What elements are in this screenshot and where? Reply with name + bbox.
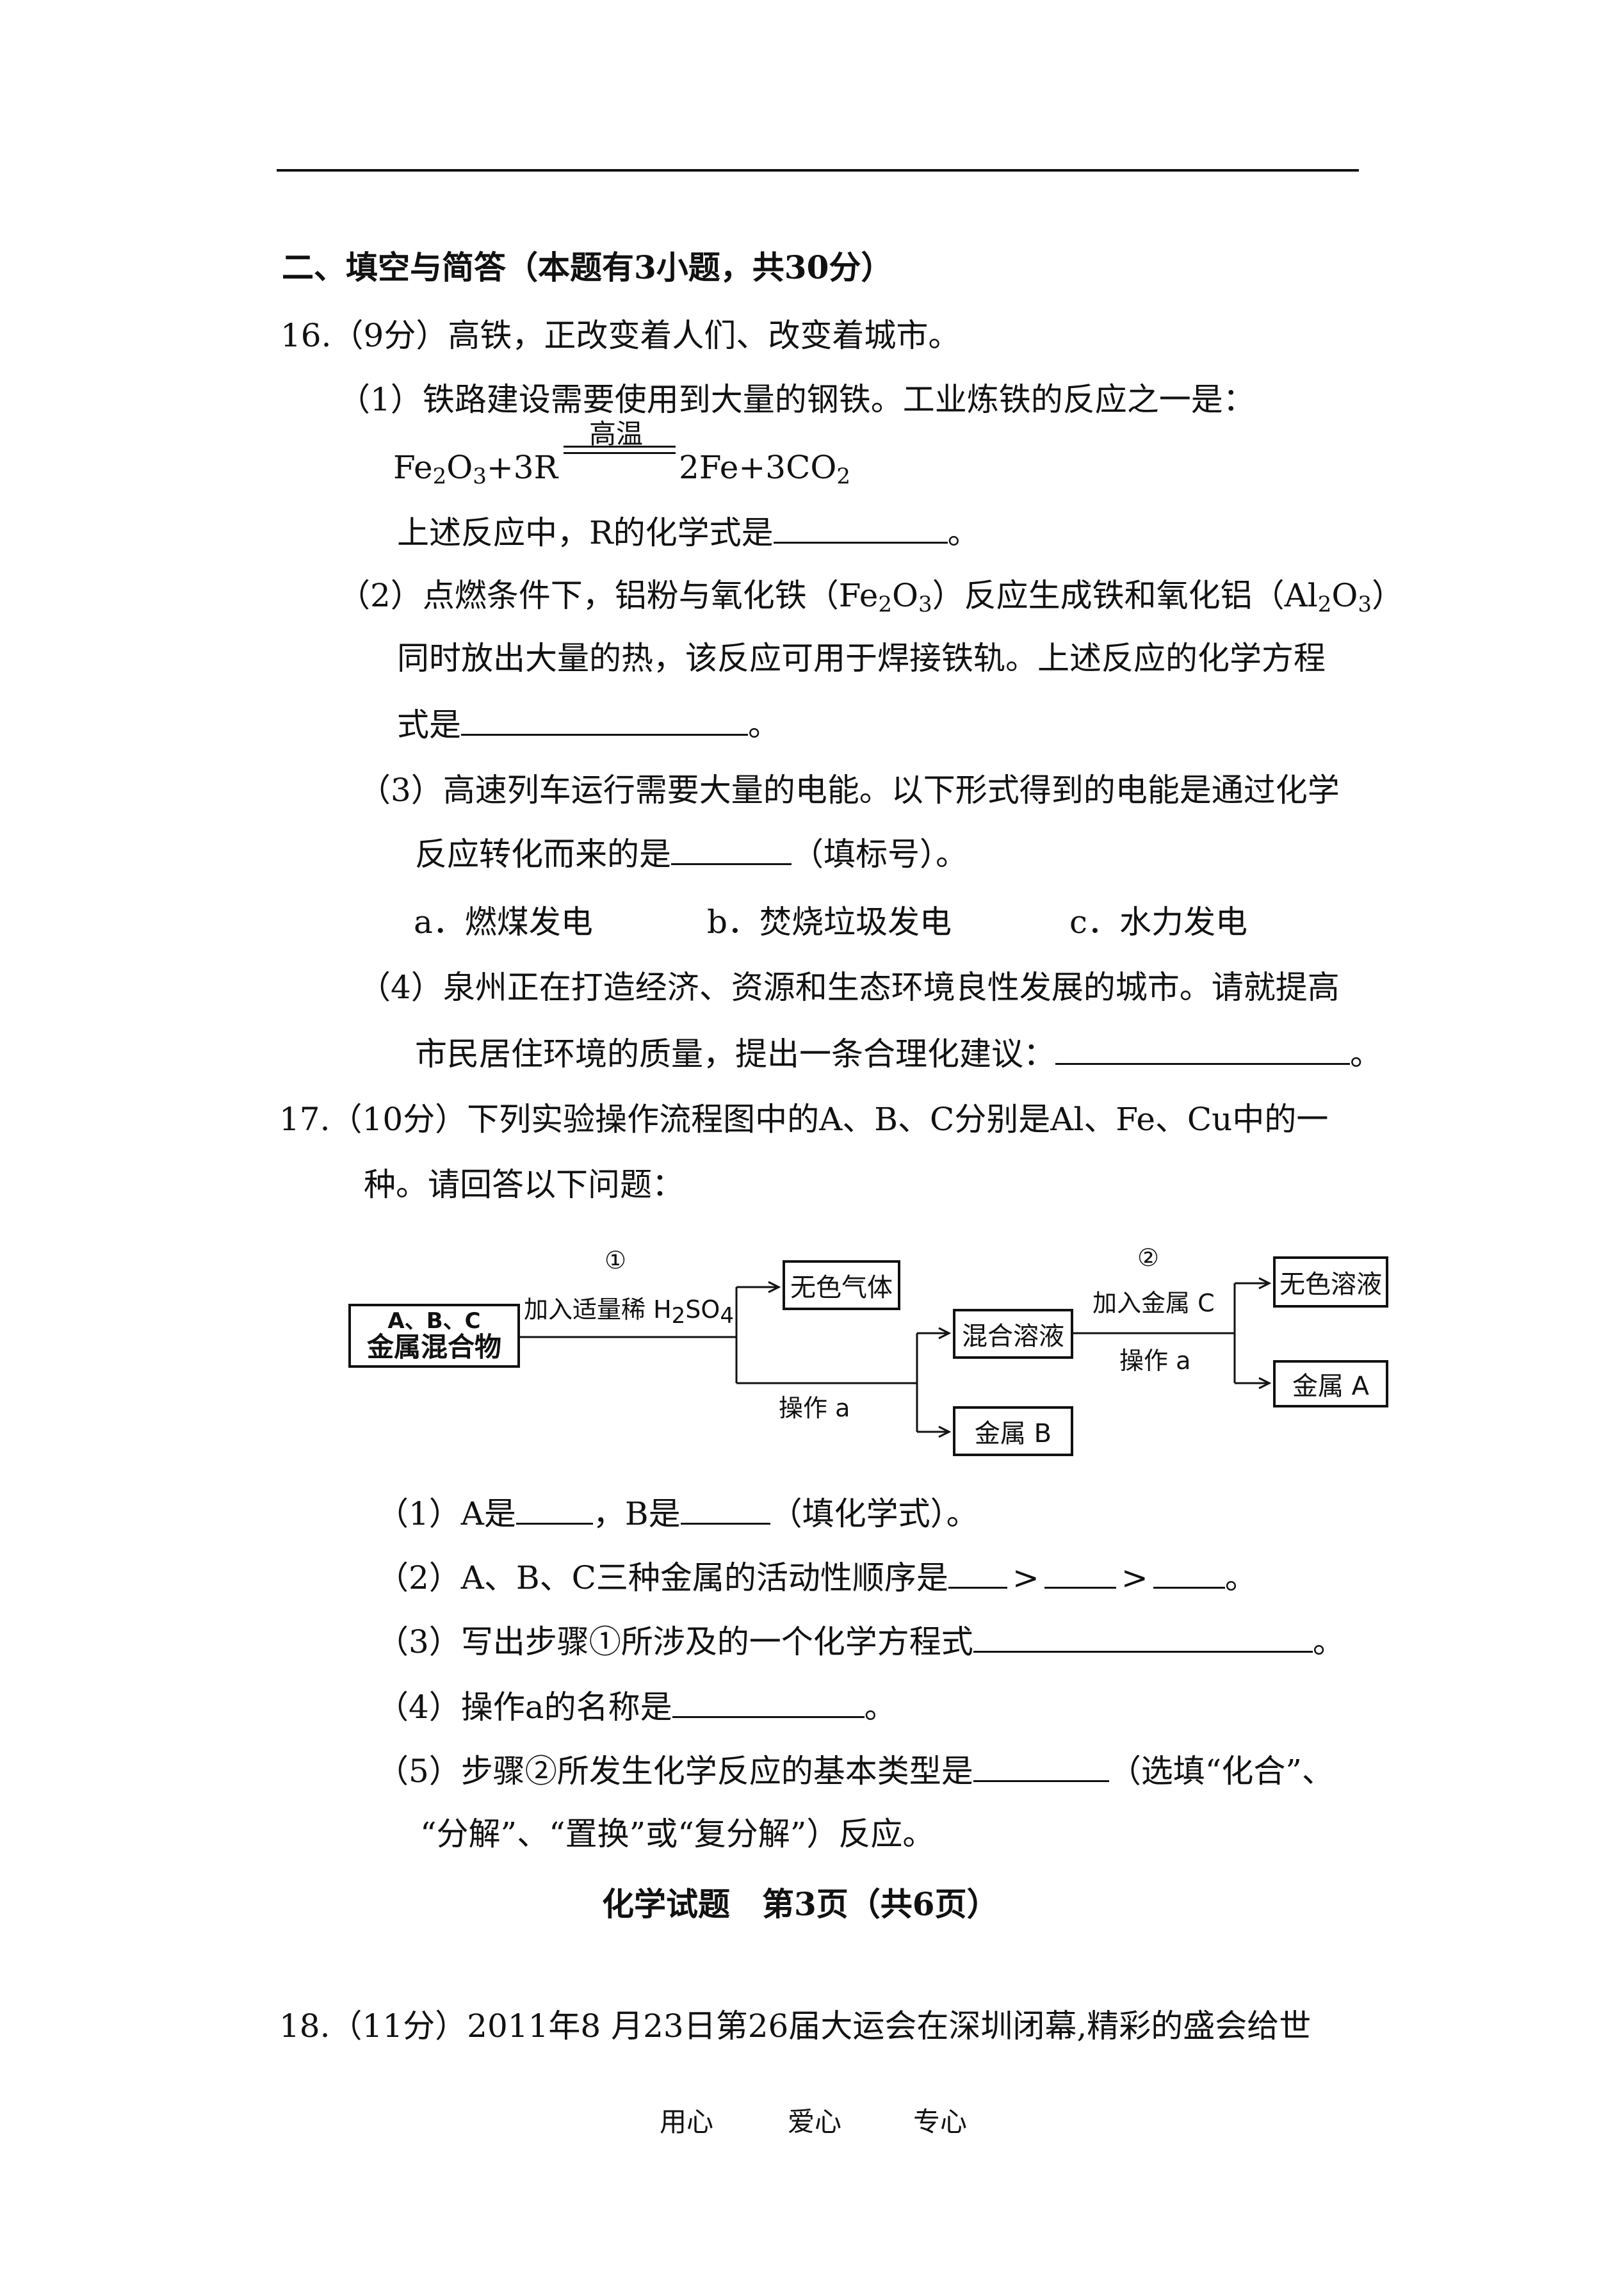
answer-blank[interactable] [672, 1687, 865, 1718]
step1-label: 加入适量稀 H2SO4 [524, 1295, 734, 1329]
q17-sub5-line2: “分解”、“置换”或“复分解”）反应。 [420, 1815, 935, 1853]
q16-part2-line1: （2）点燃条件下，铝粉与氧化铁（Fe2O3）反应生成铁和氧化铝（Al2O3） [338, 577, 1404, 617]
option-a: a．燃煤发电 [414, 904, 593, 941]
answer-blank[interactable] [973, 1751, 1109, 1782]
q16-part2-line2: 同时放出大量的热，该反应可用于焊接铁轨。上述反应的化学方程 [397, 640, 1326, 677]
slogan-2: 爱心 [788, 2106, 842, 2137]
answer-blank[interactable] [671, 834, 792, 865]
q16-equation-right: 2Fe+3CO2 [679, 449, 850, 489]
box-metal-a: 金属 A [1273, 1360, 1388, 1407]
operation-a-label-1: 操作 a [779, 1394, 850, 1422]
answer-blank[interactable] [461, 704, 748, 736]
arrowhead-colorless [1258, 1277, 1272, 1290]
q16-part3-line1: （3）高速列车运行需要大量的电能。以下形式得到的电能是通过化学 [359, 772, 1340, 809]
answer-blank[interactable] [1153, 1557, 1225, 1589]
box-metal-mixture: A、B、C 金属混合物 [348, 1304, 520, 1368]
option-c: c．水力发电 [1069, 904, 1248, 941]
q17-stem-line2: 种。请回答以下问题： [364, 1166, 684, 1203]
q16-part1: （1）铁路建设需要使用到大量的钢铁。工业炼铁的反应之一是： [338, 381, 1255, 418]
page-footer: 化学试题 第3页（共6页） [602, 1885, 999, 1923]
q16-equation: Fe2O3+3R [393, 449, 558, 489]
q16-part2-line3: 式是。 [397, 704, 780, 744]
q17-sub2: （2）A、B、C三种金属的活动性顺序是>>。 [377, 1557, 1257, 1597]
q17-sub5-line1: （5）步骤②所发生化学反应的基本类型是（选填“化合”、 [377, 1751, 1334, 1790]
reaction-condition: 高温 [589, 418, 644, 450]
box-colorless-gas: 无色气体 [783, 1260, 900, 1310]
answer-blank[interactable] [516, 1493, 593, 1525]
answer-blank[interactable] [773, 512, 948, 544]
q17-sub1: （1）A是，B是（填化学式）。 [377, 1493, 978, 1533]
box-colorless-solution: 无色溶液 [1273, 1256, 1388, 1308]
q16-part4-line2: 市民居住环境的质量，提出一条合理化建议：。 [415, 1034, 1382, 1073]
q16-part3-line2: 反应转化而来的是（填标号）。 [415, 834, 968, 873]
operation-a-label-2: 操作 a [1119, 1347, 1191, 1375]
box-metal-b: 金属 B [953, 1406, 1073, 1456]
q17-sub3: （3）写出步骤①所涉及的一个化学方程式。 [377, 1621, 1345, 1661]
slogan-3: 专心 [913, 2106, 968, 2137]
step1-marker: ① [605, 1246, 627, 1274]
answer-blank[interactable] [973, 1621, 1313, 1653]
q16-part4-line1: （4）泉州正在打造经济、资源和生态环境良性发展的城市。请就提高 [359, 969, 1340, 1006]
q16-part1-question: 上述反应中，R的化学式是。 [397, 512, 980, 552]
arrowhead-gas [768, 1281, 781, 1293]
step2-label: 加入金属 C [1092, 1289, 1215, 1317]
answer-blank[interactable] [1055, 1034, 1350, 1065]
q17-stem-line1: 17.（10分）下列实验操作流程图中的A、B、C分别是Al、Fe、Cu中的一 [279, 1101, 1329, 1138]
reaction-equals-sign [564, 442, 676, 454]
arrowhead-metal-a [1258, 1377, 1272, 1390]
arrowhead-metal-b [938, 1425, 952, 1438]
answer-blank[interactable] [1044, 1557, 1116, 1589]
q16-stem: 16.（9分）高铁，正改变着人们、改变着城市。 [280, 317, 961, 354]
answer-blank[interactable] [680, 1493, 770, 1525]
answer-blank[interactable] [948, 1557, 1007, 1589]
q17-sub4: （4）操作a的名称是。 [377, 1687, 897, 1726]
q18-stem: 18.（11分）2011年8 月23日第26届大运会在深圳闭幕,精彩的盛会给世 [279, 2007, 1311, 2045]
step2-marker: ② [1137, 1244, 1160, 1272]
section-title: 二、填空与简答（本题有3小题，共30分） [282, 248, 893, 286]
arrowhead-mix [938, 1327, 952, 1340]
slogan-1: 用心 [660, 2106, 714, 2137]
top-rule [277, 169, 1359, 172]
option-b: b．焚烧垃圾发电 [707, 904, 952, 941]
box-mixed-solution: 混合溶液 [953, 1309, 1073, 1359]
